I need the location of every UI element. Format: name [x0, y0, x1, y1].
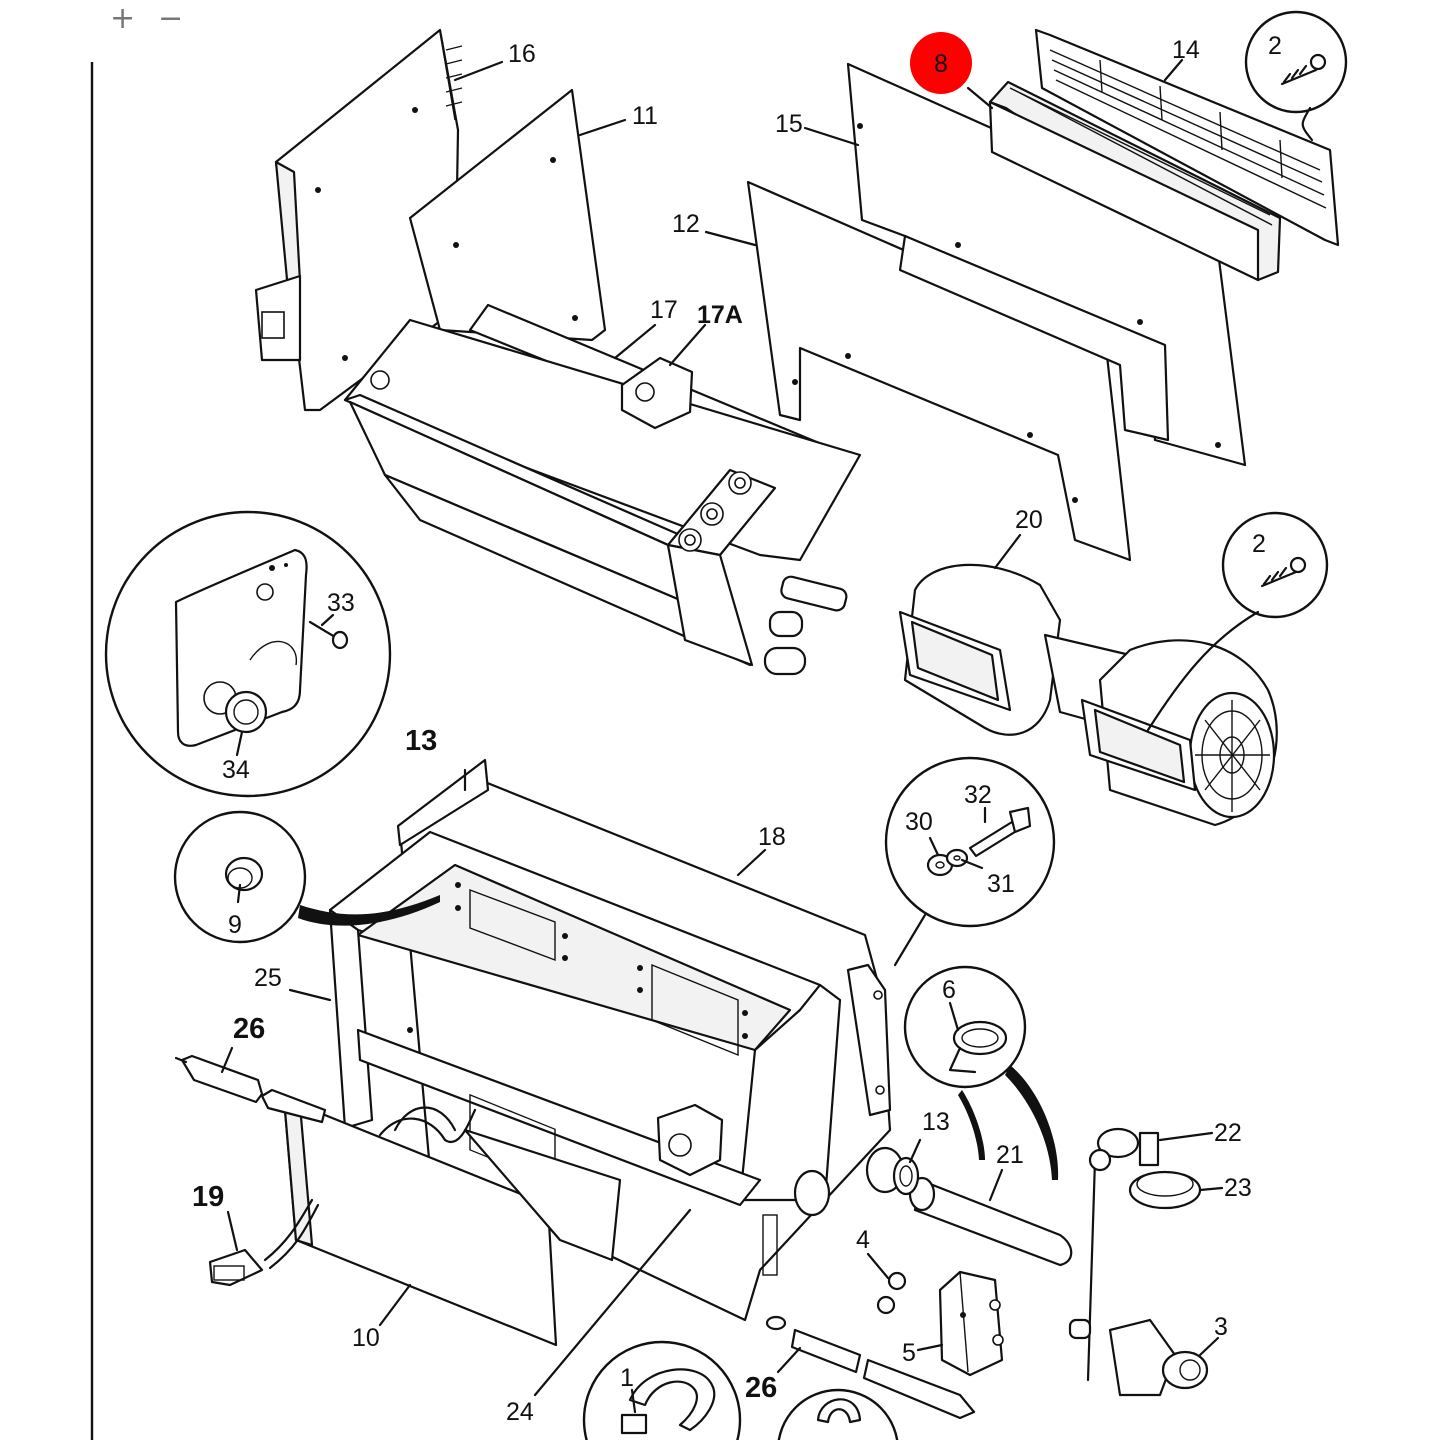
leader-lines	[220, 58, 1224, 1414]
part-3-tap[interactable]	[1068, 1318, 1209, 1397]
detail-circle-6	[903, 965, 1059, 1180]
detail-circle-33-34	[104, 510, 392, 798]
part-18-housing[interactable]	[328, 778, 905, 1331]
callout-25: 25	[254, 964, 282, 992]
callout-34: 34	[222, 756, 250, 784]
callout-21: 21	[996, 1141, 1024, 1169]
callout-33: 33	[327, 589, 355, 617]
callout-23: 23	[1224, 1174, 1252, 1202]
callout-31: 31	[987, 870, 1015, 898]
highlight-marker[interactable]	[910, 32, 972, 94]
callout-9: 9	[228, 911, 242, 939]
zoom-in-button[interactable]: +	[110, 1, 136, 36]
detail-circle-9	[173, 810, 440, 944]
part-21-pipe[interactable]	[908, 1176, 1073, 1267]
callout-4: 4	[856, 1226, 870, 1254]
callout-26-upper: 26	[233, 1013, 265, 1045]
leader-24	[533, 1208, 692, 1397]
part-12-plate[interactable]	[746, 180, 1132, 562]
part-14-grille[interactable]	[1034, 28, 1340, 247]
zoom-controls: + −	[96, 0, 216, 44]
part-17a-block[interactable]	[620, 356, 694, 430]
callout-2-mid: 2	[1252, 530, 1266, 558]
highlight-label: 8	[934, 50, 948, 78]
callout-5: 5	[902, 1339, 916, 1367]
callout-16: 16	[508, 40, 536, 68]
callout-17: 17	[650, 296, 678, 324]
part-22-valve-body[interactable]	[1086, 1127, 1160, 1382]
part-26-rod-upper[interactable]	[174, 1054, 327, 1124]
part-4-clips[interactable]	[876, 1271, 907, 1315]
callout-20: 20	[1015, 506, 1043, 534]
callout-26-lower: 26	[745, 1372, 777, 1404]
callout-32: 32	[964, 781, 992, 809]
part-15-plate[interactable]	[846, 62, 1247, 467]
callout-18: 18	[758, 823, 786, 851]
callout-2-top: 2	[1268, 32, 1282, 60]
part-13-seal-ring[interactable]	[892, 1156, 920, 1196]
part-17-heater-core[interactable]	[343, 303, 862, 676]
callout-labels: 16 11 15 14 2 12 17 17A 20 2 33 34 13 32…	[192, 32, 1282, 1426]
zoom-out-button[interactable]: −	[158, 1, 184, 36]
callout-17a: 17A	[697, 301, 743, 329]
wiring-loom	[378, 1106, 477, 1144]
callout-13-top: 13	[405, 725, 437, 757]
callout-10: 10	[352, 1324, 380, 1352]
callout-14: 14	[1172, 36, 1200, 64]
detail-circle-2-top	[1244, 10, 1348, 142]
detail-circle-30-31-32	[884, 756, 1056, 967]
detail-circle-2-mid	[1146, 511, 1329, 732]
part-26-rod-lower[interactable]	[790, 1328, 976, 1420]
callout-1: 1	[620, 1364, 634, 1392]
part-20-blower[interactable]	[898, 563, 1278, 827]
detail-circle-1	[582, 1340, 742, 1440]
detail-circle-clip-bottom	[777, 1388, 899, 1440]
callout-13-lower: 13	[922, 1108, 950, 1136]
callout-24: 24	[506, 1398, 534, 1426]
callout-11: 11	[632, 102, 658, 130]
callout-6: 6	[942, 976, 956, 1004]
callout-15: 15	[775, 110, 803, 138]
callout-19: 19	[192, 1181, 224, 1213]
callout-30: 30	[905, 808, 933, 836]
callout-3: 3	[1214, 1313, 1228, 1341]
part-23-knob[interactable]	[1128, 1170, 1202, 1210]
part-8-filter[interactable]	[988, 80, 1282, 282]
callout-12: 12	[672, 210, 700, 238]
part-5-block[interactable]	[938, 1270, 1004, 1377]
part-16-board[interactable]	[254, 28, 463, 412]
part-19-connector[interactable]	[208, 1198, 320, 1287]
callout-22: 22	[1214, 1119, 1242, 1147]
part-11-plate[interactable]	[408, 88, 607, 342]
